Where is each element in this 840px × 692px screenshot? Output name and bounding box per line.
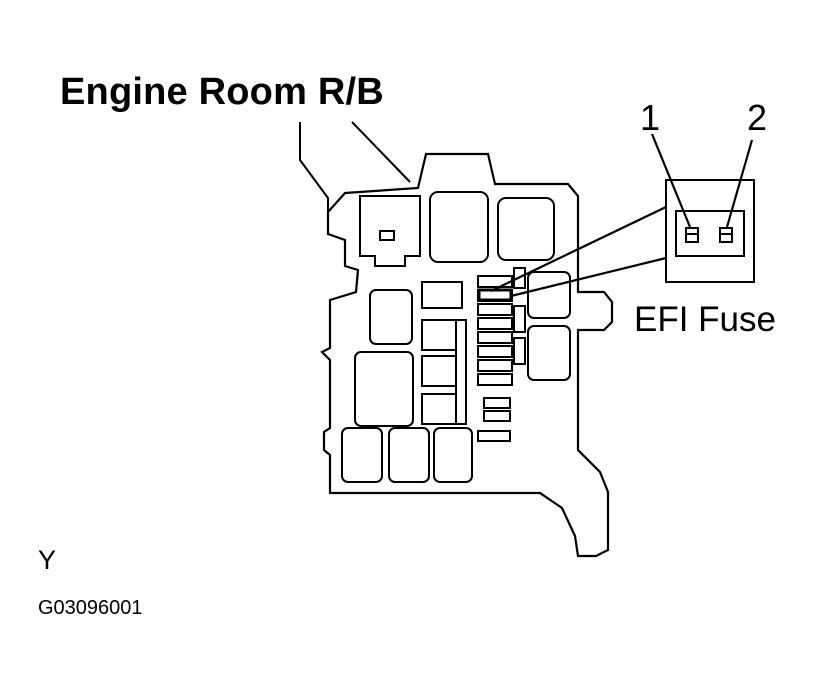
- relay-top-2: [497, 197, 555, 261]
- relay-right-1: [527, 271, 571, 319]
- efi-fuse-label: EFI Fuse: [634, 300, 776, 339]
- view-mark: Y: [38, 545, 57, 575]
- diagram-title: Engine Room R/B: [60, 71, 384, 113]
- relay-bottom-2: [388, 427, 430, 483]
- terminal-2-label: 2: [747, 97, 768, 138]
- relay-stack: [421, 319, 467, 425]
- fuse-column: [477, 275, 513, 442]
- connector-housing: [359, 195, 421, 267]
- efi-fuse-callout: [650, 133, 755, 283]
- figure-code: G03096001: [38, 597, 143, 619]
- relay-bottom-3: [433, 427, 473, 483]
- relay-right-2: [527, 325, 571, 381]
- relay-bottom-1: [341, 427, 383, 483]
- terminal-1-label: 1: [640, 97, 661, 138]
- relay-large-left: [354, 351, 414, 427]
- terminal-2-pointer: [725, 139, 754, 228]
- callout-leader-lines: [490, 206, 667, 298]
- relay-top-1: [429, 191, 489, 263]
- fuse-mid-top: [421, 281, 463, 309]
- fuse-side-group: [513, 267, 526, 365]
- relay-mid-left: [369, 289, 413, 345]
- bracket-lines: [299, 121, 411, 212]
- terminal-1-pointer: [650, 133, 692, 228]
